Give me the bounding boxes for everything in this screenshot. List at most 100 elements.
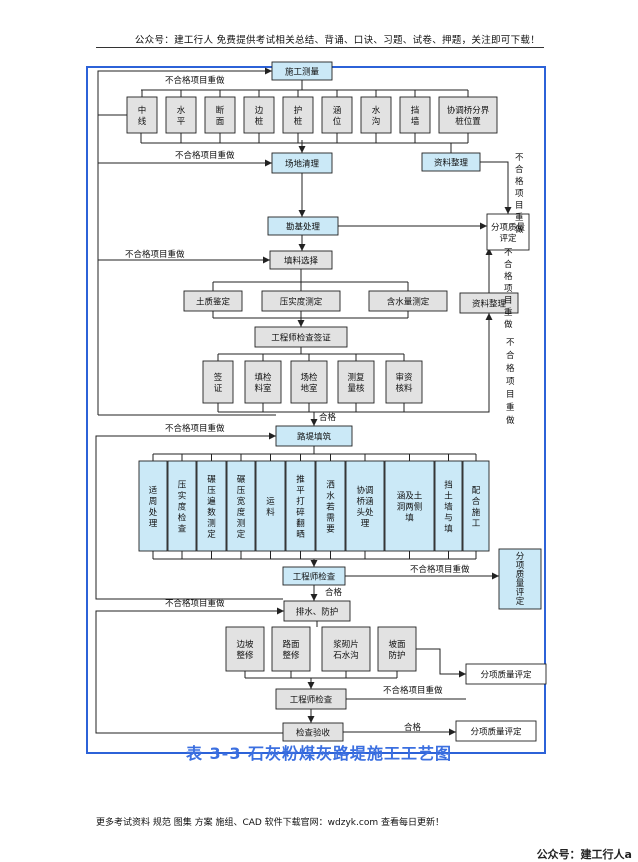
node-label: 土质鉴定 [196,296,231,307]
node-label: 路面整修 [282,639,300,661]
node-c9 [384,460,435,552]
node-c5 [255,460,286,552]
node-embank [275,425,353,447]
node-acceptance [282,722,344,742]
node-label: 断面 [216,105,225,127]
node-label: 协调桥涵头处理 [356,485,374,529]
node-data1 [421,152,481,172]
node-label: 施工测量 [285,66,320,77]
node-label: 坡面防护 [388,639,406,661]
node-label: 涵位 [333,106,342,127]
node-label: 协调桥分界桩位置 [447,105,490,127]
edge-label: 合格 [404,722,422,733]
node-label: 边桩 [255,105,264,127]
node-label: 检查验收 [296,727,331,738]
node-label: 推平打碎翻晒 [296,474,305,540]
header-text: 公众号：建工行人 免费提供考试相关总结、背诵、口诀、习题、试卷、押题，关注即可下… [134,35,540,46]
node-d1 [225,626,265,672]
node-label: 路堤填筑 [297,431,332,442]
footer-text: 更多考试资料 规范 图集 方案 施组、CAD 软件下载官网：wdzyk.com … [96,818,444,828]
node-label: 分项质量评定 [491,222,526,244]
node-label: 运料 [266,497,275,518]
node-c6 [285,460,316,552]
node-label: 洒水若需要 [326,480,335,534]
node-c8 [345,460,385,552]
node-label: 压实度测定 [280,296,323,307]
edge-label: 不合格项目重做 [165,598,225,609]
node-label: 资料整理 [472,298,507,309]
node-d2 [271,626,311,672]
node-label: 中线 [138,105,147,127]
node-label: 涵及土洞两侧填 [397,490,423,523]
node-label: 碾压遍数测定 [207,475,216,540]
node-quality2 [498,548,542,610]
node-label: 适周处理 [149,485,158,529]
node-label: 碾压宽度测定 [237,475,246,540]
node-report [385,360,423,404]
node-soil-id [183,290,243,312]
edge-label: 合格 [325,587,343,598]
node-s-culvert [321,96,353,134]
node-s-section [204,96,236,134]
node-c7 [315,460,346,552]
node-label: 含水量测定 [387,296,430,307]
node-base [267,216,339,236]
edge-label: 合格 [319,412,337,423]
node-label: 填料选择 [284,255,319,266]
edge-label-vertical: 不合格项目重做 [506,338,515,426]
edge-label: 不合格项目重做 [165,75,225,86]
node-label: 工程师检查签证 [271,332,331,343]
node-c1 [138,460,168,552]
edge-label: 不合格项目重做 [383,685,443,696]
node-s-edgepile [243,96,275,134]
node-label: 签证 [214,372,223,394]
node-label: 测复量核 [347,372,365,394]
node-clearing [271,152,333,174]
node-sign [202,360,234,404]
node-label: 浆砌片石水沟 [333,639,359,661]
node-label: 填检料室 [254,372,272,394]
node-data2 [459,292,519,314]
node-eng-check1 [282,566,346,586]
node-s-bridge [438,96,498,134]
node-measure [337,360,375,404]
node-label: 资料整理 [434,157,469,168]
node-label: 分项质量评定 [480,669,532,680]
edge-label: 不合格项目重做 [165,423,225,434]
edge-label-vertical: 不合格项目重做 [504,248,513,330]
node-label: 审资核料 [395,372,413,394]
node-label: 工程师检查 [290,694,333,705]
page-header: 公众号：建工行人 免费提供考试相关总结、背诵、口诀、习题、试卷、押题，关注即可下… [0,32,636,46]
node-moisture [368,290,448,312]
edge-label-vertical: 不合格项目重做 [515,153,524,235]
edge-label: 不合格项目重做 [410,564,470,575]
node-label: 水沟 [372,105,381,127]
node-quality4 [455,720,537,742]
figure-caption: 表 3-3 石灰粉煤灰路堤施工工艺图 [185,744,453,763]
node-eng-check2 [275,688,347,710]
node-s-level [165,96,197,134]
node-fill-select [269,250,333,270]
node-quality3 [465,663,547,685]
node-fill-check [244,360,282,404]
node-label: 挡墙 [411,105,420,127]
edge-label: 不合格项目重做 [125,249,185,260]
node-eng-sign [254,326,348,348]
node-label: 工程师检查 [293,571,336,582]
node-s-wall [399,96,431,134]
node-survey [271,61,333,81]
node-c11 [462,460,490,552]
node-site-check [290,360,328,404]
node-label: 护桩 [294,105,303,127]
node-s-protectpile [282,96,314,134]
node-label: 排水、防护 [296,606,339,617]
node-label: 水平 [177,105,186,127]
node-c3 [196,460,227,552]
node-label: 场检地室 [300,372,318,394]
node-compaction [261,290,341,312]
edge-label: 不合格项目重做 [175,150,235,161]
node-label: 分项质量评定 [470,726,522,737]
node-label: 配合施工 [472,486,481,529]
node-s-centerline [126,96,158,134]
